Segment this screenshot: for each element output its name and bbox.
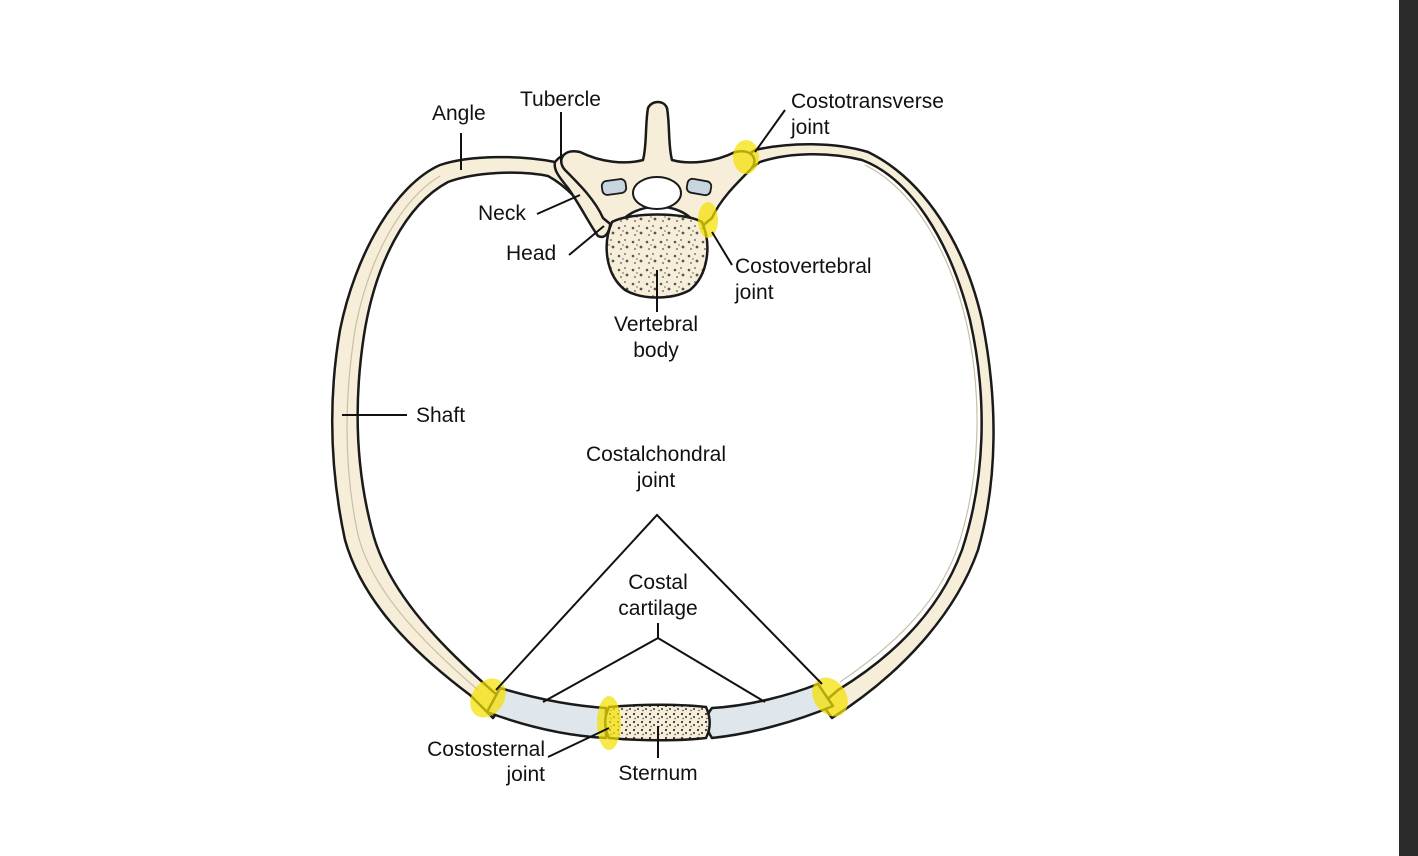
label-angle: Angle [432, 102, 486, 125]
window-scrollbar[interactable] [1399, 0, 1418, 856]
label-neck: Neck [478, 202, 526, 225]
label-costotransverse-line2: joint [790, 116, 830, 139]
right-rib [708, 142, 995, 720]
label-costal-cartilage-line1: Costal [628, 571, 688, 594]
label-costosternal-line2: joint [505, 763, 545, 786]
costotransverse-joint-highlight [733, 140, 759, 174]
label-costalchondral-line2: joint [636, 469, 676, 492]
label-costosternal-line1: Costosternal [427, 738, 545, 761]
costovertebral-joint-highlight [698, 202, 718, 238]
label-vertebral-body-line1: Vertebral [614, 313, 698, 336]
vertebra [560, 100, 756, 299]
label-costal-cartilage-line2: cartilage [618, 597, 697, 620]
label-costotransverse-line1: Costotransverse [791, 90, 944, 113]
right-costochondral-joint-highlight [812, 677, 848, 717]
label-costovertebral-line2: joint [734, 281, 774, 304]
label-vertebral-body-line2: body [633, 339, 679, 362]
label-tubercle: Tubercle [520, 88, 601, 111]
label-head: Head [506, 242, 556, 265]
label-costovertebral-line1: Costovertebral [735, 255, 872, 278]
label-costalchondral-line1: Costalchondral [586, 443, 726, 466]
leader-lines [342, 109, 823, 758]
left-rib [330, 152, 612, 720]
label-sternum: Sternum [618, 762, 697, 785]
costosternal-joint-highlight [597, 696, 621, 750]
label-shaft: Shaft [416, 404, 465, 427]
